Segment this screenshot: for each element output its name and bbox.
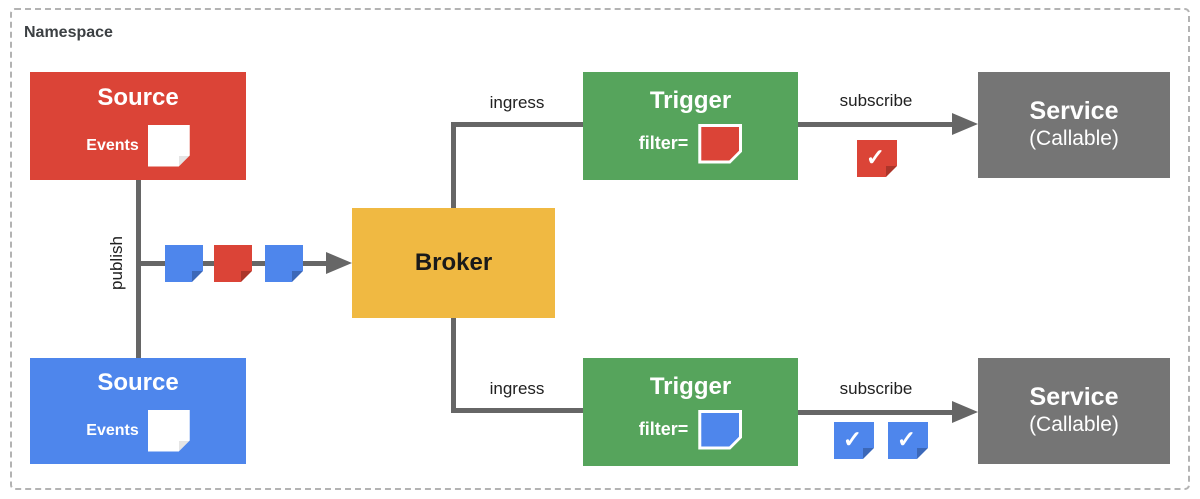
arrowhead-into-service-top-icon (952, 113, 978, 135)
arrowhead-into-broker-icon (326, 252, 352, 274)
filter-row: filter= (639, 410, 743, 450)
events-row: Events (86, 410, 189, 452)
filter-row: filter= (639, 124, 743, 164)
filter-label: filter= (638, 133, 689, 153)
filter-event-note-icon (698, 410, 742, 450)
publish-edge-label: publish (107, 236, 126, 290)
arrowhead-into-service-bottom-icon (952, 401, 978, 423)
events-label: Events (86, 421, 139, 439)
ingress-top-line-vertical (451, 122, 456, 208)
publish-line-vertical (136, 180, 141, 358)
filter-label: filter= (638, 419, 689, 439)
subscribe-bottom-line (798, 410, 954, 415)
trigger-title: Trigger (649, 86, 732, 114)
trigger-node-bottom: Trigger filter= (583, 358, 798, 466)
delivered-event-check-icon: ✓ (834, 422, 874, 459)
ingress-bottom-edge-label: ingress (489, 379, 545, 398)
ingress-top-edge-label: ingress (489, 93, 545, 112)
filter-event-color (701, 413, 739, 447)
source-node-red: Source Events (30, 72, 246, 180)
subscribe-top-line (798, 122, 954, 127)
service-subtitle: (Callable) (1029, 127, 1119, 151)
service-node-top: Service (Callable) (978, 72, 1170, 178)
ingress-bottom-line-vertical (451, 318, 456, 413)
checkmark-glyph: ✓ (896, 425, 917, 452)
source-title: Source (97, 368, 179, 396)
delivered-event-check-icon: ✓ (857, 140, 897, 177)
broker-title: Broker (414, 249, 493, 276)
service-node-bottom: Service (Callable) (978, 358, 1170, 464)
event-note-icon (214, 245, 252, 282)
trigger-title: Trigger (649, 372, 732, 400)
source-title: Source (97, 83, 179, 111)
subscribe-bottom-edge-label: subscribe (839, 379, 913, 398)
events-label: Events (86, 136, 139, 154)
service-title: Service (1029, 383, 1119, 412)
checkmark-glyph: ✓ (842, 425, 863, 452)
service-subtitle: (Callable) (1029, 413, 1119, 437)
namespace-label: Namespace (24, 24, 113, 41)
event-note-icon (265, 245, 303, 282)
subscribe-top-edge-label: subscribe (839, 91, 913, 110)
events-row: Events (86, 125, 189, 167)
filter-event-color (701, 127, 739, 161)
source-node-blue: Source Events (30, 358, 246, 464)
service-title: Service (1029, 97, 1119, 126)
checkmark-glyph: ✓ (865, 143, 886, 170)
ingress-bottom-line-horizontal (451, 408, 583, 413)
trigger-node-top: Trigger filter= (583, 72, 798, 180)
ingress-top-line-horizontal (451, 122, 583, 127)
event-document-icon (148, 125, 190, 167)
namespace-boundary (10, 8, 1190, 490)
broker-node: Broker (352, 208, 555, 318)
event-document-icon (148, 410, 190, 452)
filter-event-note-icon (698, 124, 742, 164)
delivered-event-check-icon: ✓ (888, 422, 928, 459)
event-note-icon (165, 245, 203, 282)
